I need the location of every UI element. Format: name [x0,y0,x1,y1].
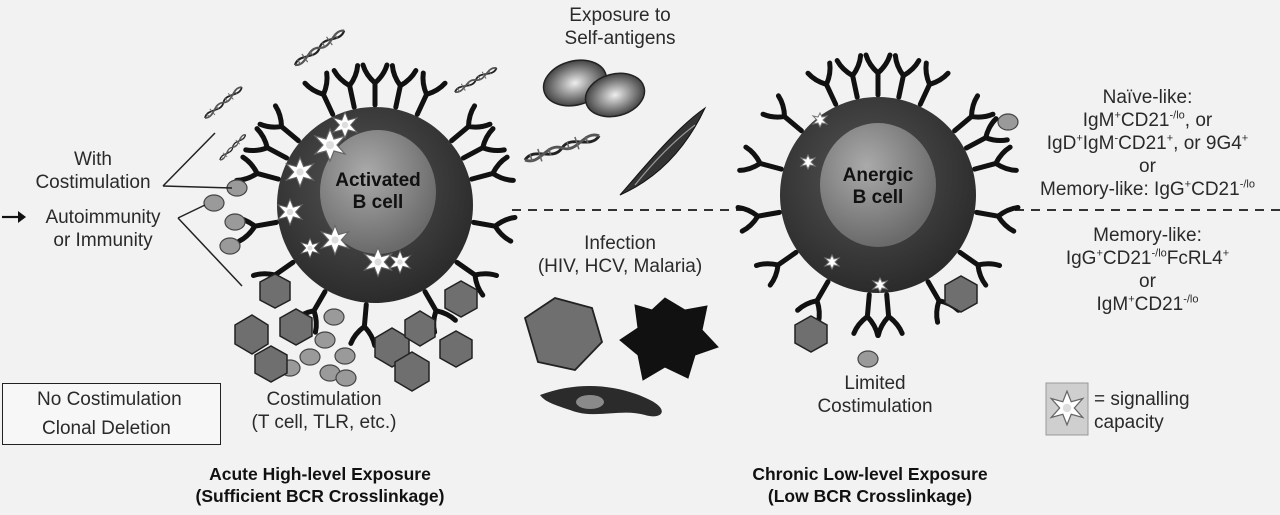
t: , or 9G4 [1173,133,1242,154]
no-costimulation-label: No Costimulation [37,389,182,410]
memory2-line: IgG+CD21-/loFcRL4+ [1015,247,1280,270]
t: + [1184,178,1192,191]
exposure-self-antigens-label: Exposure to Self-antigens [540,4,700,50]
anergic-line2: B cell [852,187,904,208]
hexagon-virus-icon [234,273,478,392]
costimulation-label: Costimulation (T cell, TLR, etc.) [234,388,414,434]
dna-icon [521,128,603,168]
naive-line1: IgM+CD21-/lo, or [1015,109,1280,132]
naive-line2: IgD+IgM-CD21+, or 9G4+ [1015,132,1280,155]
memory2-title: Memory-like: [1093,225,1202,246]
memory3-line: IgM+CD21-/lo [1015,293,1280,316]
t: IgM [1096,294,1129,315]
memory-like-phenotypes: Memory-like: IgG+CD21-/loFcRL4+ or IgM+C… [1015,224,1280,316]
limited-costim-oval [997,113,1019,131]
t: -/lo [1183,293,1199,306]
clonal-deletion-label: Clonal Deletion [42,418,171,439]
right-nucleus [820,123,936,247]
t: -/lo [1239,178,1255,191]
outcome-label: Autoimmunity or Immunity [28,206,178,252]
infection-label: Infection (HIV, HCV, Malaria) [505,232,735,278]
or-line2: or [1139,271,1156,292]
exposure-line1: Exposure to [569,5,671,26]
star-virus-icon [619,297,719,381]
t: + [1222,247,1230,260]
costim-connectors [162,132,243,287]
t: -/lo [1169,109,1185,122]
t: CD21 [1191,179,1240,200]
outcome-arrow-icon [2,211,26,223]
costim-line1: Costimulation [266,389,382,410]
infection-title: Infection [584,233,656,254]
anergic-cell-label: Anergic B cell [808,165,948,209]
limited-costimulation-label: Limited Costimulation [800,372,950,418]
chronic-footer-line2: (Low BCR Crosslinkage) [767,486,973,506]
limited-costim-oval [857,350,879,368]
t: CD21 [1134,294,1184,315]
limited-line1: Limited [844,373,906,394]
t: + [1166,132,1174,145]
with-costimulation-label: With Costimulation [28,148,158,194]
t: + [1114,109,1121,122]
t: , or [1184,110,1213,131]
t: IgG [1065,248,1097,269]
activated-line2: B cell [352,192,404,213]
t: CD21 [1118,133,1167,154]
left-costim-ovals [203,179,357,387]
t: - [1114,132,1119,145]
t: IgM [1082,110,1115,131]
acute-footer-line2: (Sufficient BCR Crosslinkage) [195,486,445,506]
dna-icon [201,83,246,122]
immunity-line: or Immunity [53,230,153,251]
hexagon-virus-icon [523,297,604,371]
or-line1: or [1139,156,1156,177]
infection-examples: (HIV, HCV, Malaria) [537,256,703,277]
t: + [1241,132,1249,145]
dna-icon [291,25,349,71]
dna-icon [452,63,500,97]
t: CD21 [1102,248,1152,269]
activated-line1: Activated [335,170,421,191]
t: CD21 [1120,110,1170,131]
t: + [1096,247,1103,260]
activated-cell-label: Activated B cell [308,170,448,214]
with-line: With [74,149,112,170]
parasite-icon [540,385,662,417]
parasite-icon [619,106,707,196]
chronic-exposure-footer: Chronic Low-level Exposure (Low BCR Cros… [700,463,1040,507]
t: Memory-like: IgG [1040,179,1185,200]
costimulation-line: Costimulation [35,172,151,193]
autoimmunity-line: Autoimmunity [45,207,161,228]
left-nucleus [320,130,436,254]
limited-line2: Costimulation [817,396,933,417]
t: IgD [1046,133,1077,154]
t: + [1076,132,1083,145]
red-blood-cell-icon [542,59,646,118]
legend-line1: = signalling [1094,389,1190,410]
no-costimulation-box [2,383,221,445]
anergic-line1: Anergic [842,165,914,186]
costim-line2: (T cell, TLR, etc.) [251,412,397,433]
acute-exposure-footer: Acute High-level Exposure (Sufficient BC… [150,463,490,507]
naive-title: Naïve-like: [1102,87,1193,108]
memory-line1: Memory-like: IgG+CD21-/lo [1015,178,1280,201]
t: IgM [1082,133,1115,154]
t: FcRL4 [1166,248,1223,269]
chronic-footer-line1: Chronic Low-level Exposure [752,464,988,484]
anergic-b-cell [738,55,1018,336]
t: + [1128,293,1135,306]
legend-swatch [1045,382,1089,436]
acute-footer-line1: Acute High-level Exposure [209,464,431,484]
t: -/lo [1151,247,1167,260]
legend-line2: capacity [1094,412,1164,433]
exposure-line2: Self-antigens [564,28,676,49]
hexagon-virus-icon [794,275,978,353]
legend-label: = signalling capacity [1094,388,1190,434]
naive-like-phenotypes: Naïve-like: IgM+CD21-/lo, or IgD+IgM-CD2… [1015,86,1280,201]
activated-b-cell [235,65,515,346]
